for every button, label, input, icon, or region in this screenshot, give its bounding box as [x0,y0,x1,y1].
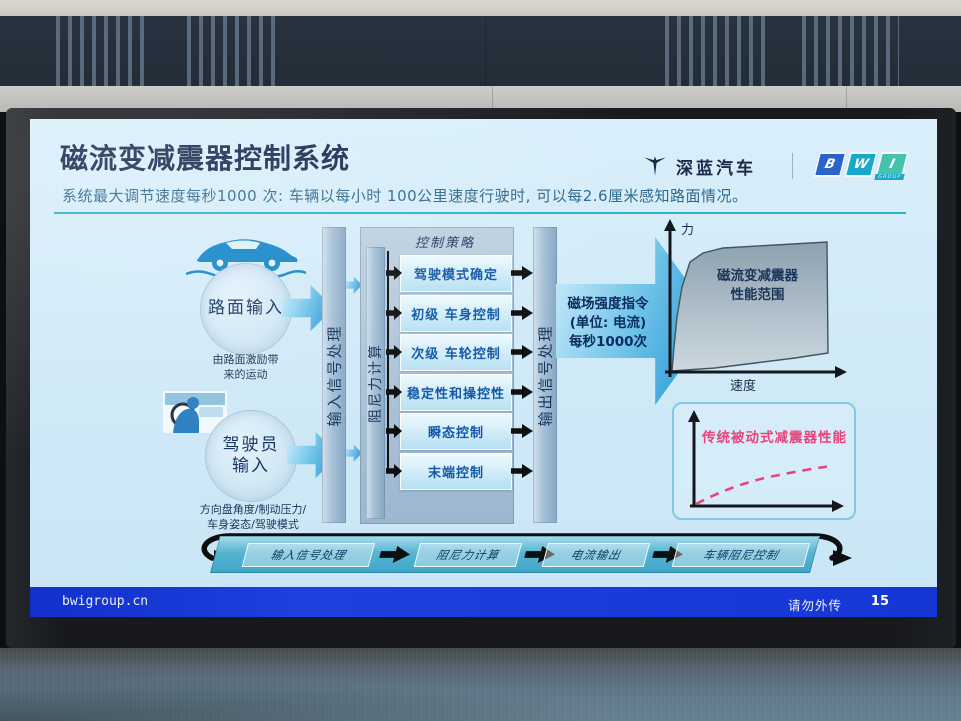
wall-seam [846,86,847,112]
road-input-circle: 路面输入 [200,263,292,355]
input-signal-bar-label: 输入信号处理 [325,324,344,427]
slide-footer: bwigroup.cn 请勿外传 15 [30,587,937,617]
presentation-slide: 磁流变减震器控制系统 系统最大调节速度每秒1000 次: 车辆以每小时 100公… [30,119,937,617]
strategy-item: 初级 车身控制 [400,295,512,332]
brand-divider [792,153,793,179]
loop-step: 车辆阻尼控制 [671,543,811,567]
mr-chart-canvas [664,219,847,378]
process-loop-bar: 输入信号处理 阻尼力计算 电流输出 车辆阻尼控制 [210,536,820,573]
lower-wall [0,648,961,721]
output-signal-bar [533,227,557,523]
slatted-wall-band [0,16,961,86]
deepal-brand: 深蓝汽车 [642,153,756,179]
wall-seam [485,16,486,86]
slat-group [187,16,283,86]
to-output-arrow [511,345,533,359]
mr-chart-area-label: 磁流变减震器 性能范围 [717,268,798,303]
strategy-item: 末端控制 [400,453,512,490]
strategy-item: 稳定性和操控性 [400,374,512,411]
loop-step: 阻尼力计算 [413,543,523,567]
driver-view-image [163,391,227,433]
strategy-item: 瞬态控制 [400,413,512,450]
slat-group [56,16,152,86]
footer-page-number: 15 [870,594,889,609]
road-input-label: 路面输入 [208,298,284,319]
output-signal-bar-label: 输出信号处理 [536,324,555,427]
loop-step: 电流输出 [541,543,651,567]
footer-site: bwigroup.cn [62,594,149,609]
strategy-item: 驾驶模式确定 [400,255,512,292]
driver-input-caption: 方向盘角度/制动压力/ 车身姿态/驾驶模式 [199,503,307,531]
bwi-letter-w: W [843,152,879,177]
strategy-item: 次级 车轮控制 [400,334,512,371]
bwi-letter-b: B [812,152,848,177]
passive-performance-label: 传统被动式减震器性能 [702,430,847,446]
to-output-arrow [511,464,533,478]
bwi-group-label: GROUP [874,174,905,180]
to-output-arrow [511,266,533,280]
wall-seam [492,86,493,112]
slat-group [802,16,899,86]
mr-performance-chart: 力 速度 磁流变减震器 性能范围 [635,217,850,394]
branch-line [387,251,389,472]
passive-performance-box: 传统被动式减震器性能 [672,402,856,520]
driver-input-circle: 驾驶员 输入 [205,410,297,502]
to-output-arrow [511,385,533,399]
loop-arrow [378,546,413,563]
display-screen-bezel: 磁流变减震器控制系统 系统最大调节速度每秒1000 次: 车辆以每小时 100公… [6,108,956,648]
wall-light-band [0,86,961,112]
slat-group [665,16,765,86]
deepal-logo-icon [644,156,666,176]
footer-notice: 请勿外传 [787,598,842,613]
ceiling-strip [0,0,961,16]
passive-chart-canvas [688,410,844,512]
damping-calc-bar [366,247,385,519]
car-icon [186,239,306,278]
slide-title: 磁流变减震器控制系统 [60,142,351,175]
deepal-brand-name: 深蓝汽车 [676,158,756,179]
control-strategy-title: 控制策略 [414,236,475,251]
slide-subtitle: 系统最大调节速度每秒1000 次: 车辆以每小时 100公里速度行驶时, 可以每… [62,187,748,205]
mr-chart-xlabel: 速度 [730,379,757,394]
loop-step: 输入信号处理 [241,543,376,567]
input-signal-bar [322,227,346,523]
road-input-caption: 由路面激励带 来的运动 [212,353,279,381]
to-output-arrow [511,306,533,320]
damping-calc-bar-label: 阻尼力计算 [368,343,384,423]
mr-chart-ylabel: 力 [681,223,695,238]
bwi-logo: B W I GROUP [812,152,910,182]
command-arrow-text: 磁场强度指令 (单位: 电流) 每秒1000次 [567,296,649,350]
header-rule [54,212,906,214]
to-output-arrow [511,424,533,438]
